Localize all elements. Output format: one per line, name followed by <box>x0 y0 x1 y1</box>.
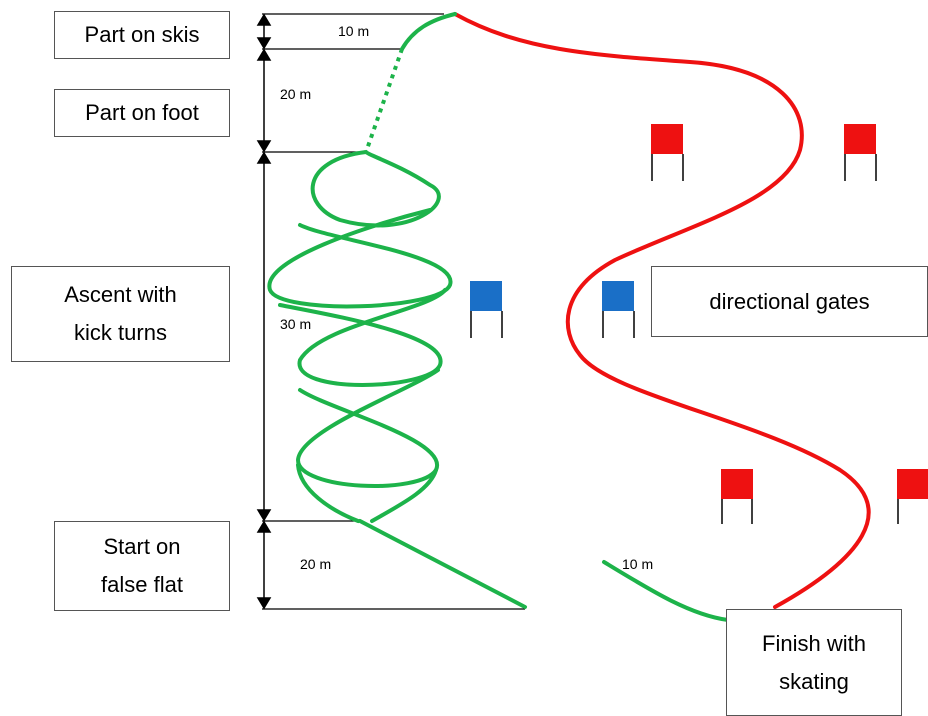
dimension-label-ascent: 30 m <box>280 316 312 332</box>
start-text-line2: false flat <box>101 572 183 597</box>
dimension-label-start: 20 m <box>300 556 332 572</box>
dimension-label-foot: 20 m <box>280 86 312 102</box>
red-gate <box>897 469 928 524</box>
directional-gates-text: directional gates <box>709 288 870 314</box>
part-on-skis-text: Part on skis <box>84 22 200 47</box>
start-text-line1: Start on <box>103 534 181 559</box>
ascent-text-line2: kick turns <box>74 320 167 345</box>
descent-route <box>453 12 871 609</box>
part-on-foot-label: Part on foot <box>54 89 230 137</box>
skis-route <box>400 12 457 51</box>
reference-lines <box>262 13 525 610</box>
dimension-arrows <box>256 13 272 610</box>
foot-route <box>364 48 404 153</box>
finish-text-line2: skating <box>779 668 849 694</box>
finish-label: Finish with skating <box>726 609 902 716</box>
kick-turn-route <box>310 150 441 228</box>
dimension-label-finish: 10 m <box>622 556 654 572</box>
start-label: Start on false flat <box>54 521 230 611</box>
dimension-label-skis: 10 m <box>338 23 370 39</box>
finish-text-line1: Finish with <box>762 630 866 656</box>
ascent-label: Ascent with kick turns <box>11 266 230 362</box>
blue-gate <box>602 281 635 338</box>
part-on-foot-text: Part on foot <box>85 100 199 125</box>
start-route <box>358 519 527 609</box>
red-gate <box>844 124 877 181</box>
directional-gates-label: directional gates <box>651 266 928 337</box>
ascent-text-line1: Ascent with <box>64 282 177 307</box>
red-gate <box>651 124 684 181</box>
finish-route <box>602 560 730 622</box>
blue-gate <box>470 281 503 338</box>
part-on-skis-label: Part on skis <box>54 11 230 59</box>
red-gate <box>721 469 753 524</box>
